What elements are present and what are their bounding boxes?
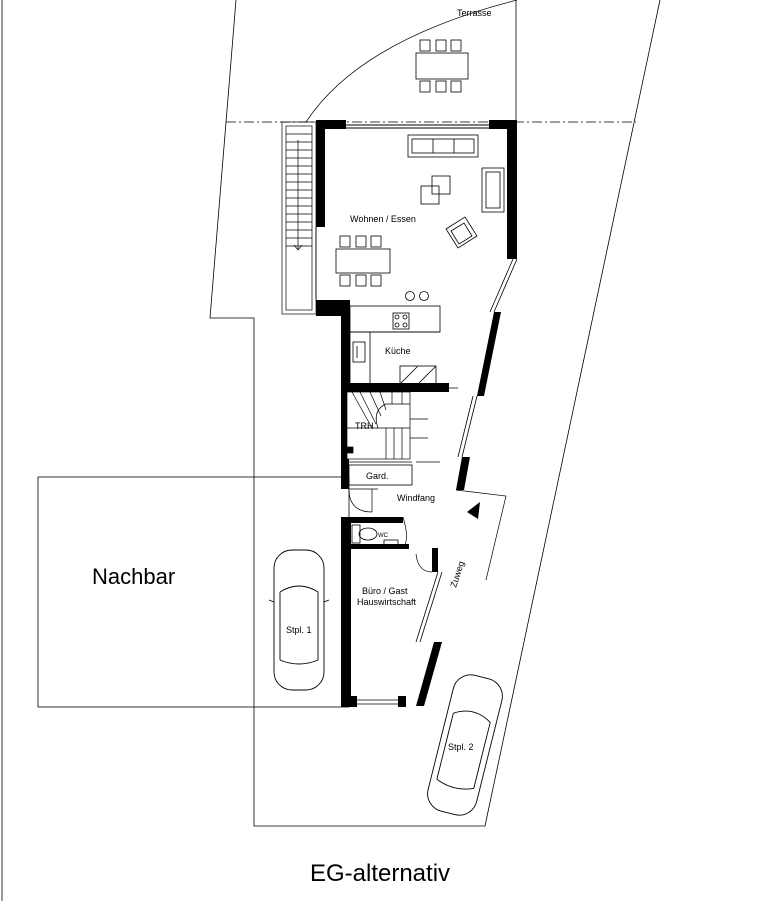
dining-table bbox=[335, 235, 391, 287]
interior-stair bbox=[346, 391, 440, 463]
plan-title: EG-alternativ bbox=[309, 860, 451, 887]
kitchen-counters bbox=[349, 305, 458, 389]
label-living: Wohnen / Essen bbox=[350, 214, 416, 224]
label-office-1: Büro / Gast bbox=[362, 586, 408, 596]
armchair bbox=[481, 167, 505, 213]
label-neighbor: Nachbar bbox=[92, 564, 175, 589]
wc-fixtures bbox=[351, 524, 399, 546]
label-parking-2: Stpl. 2 bbox=[448, 742, 474, 752]
plot-outline bbox=[209, 0, 661, 827]
terrace-table-group bbox=[415, 39, 469, 93]
label-stairs: TRH bbox=[355, 421, 374, 431]
label-terrace: Terrasse bbox=[457, 8, 492, 18]
car-stpl-2 bbox=[427, 674, 503, 816]
path-outline bbox=[455, 489, 507, 581]
neighbor-building bbox=[37, 476, 350, 708]
entrance-door bbox=[348, 488, 433, 573]
label-wc: WC bbox=[378, 533, 389, 539]
entry-arrow-icon bbox=[467, 502, 480, 519]
label-path: Zuweg bbox=[448, 560, 466, 589]
glazing bbox=[315, 227, 518, 705]
label-kitchen: Küche bbox=[385, 346, 411, 356]
label-parking-1: Stpl. 1 bbox=[286, 625, 312, 635]
coffee-table bbox=[420, 175, 451, 205]
car-stpl-1 bbox=[268, 549, 330, 691]
terrace-arc bbox=[305, 0, 518, 123]
lounge-chair bbox=[445, 216, 478, 249]
label-office-2: Hauswirtschaft bbox=[357, 597, 417, 607]
sofa bbox=[407, 134, 479, 158]
exterior-walls bbox=[316, 120, 517, 707]
outdoor-stair bbox=[281, 121, 317, 315]
label-entrance: Windfang bbox=[397, 493, 435, 503]
wardrobe bbox=[348, 461, 413, 486]
label-wardrobe: Gard. bbox=[366, 471, 389, 481]
bar-stools bbox=[405, 291, 429, 301]
